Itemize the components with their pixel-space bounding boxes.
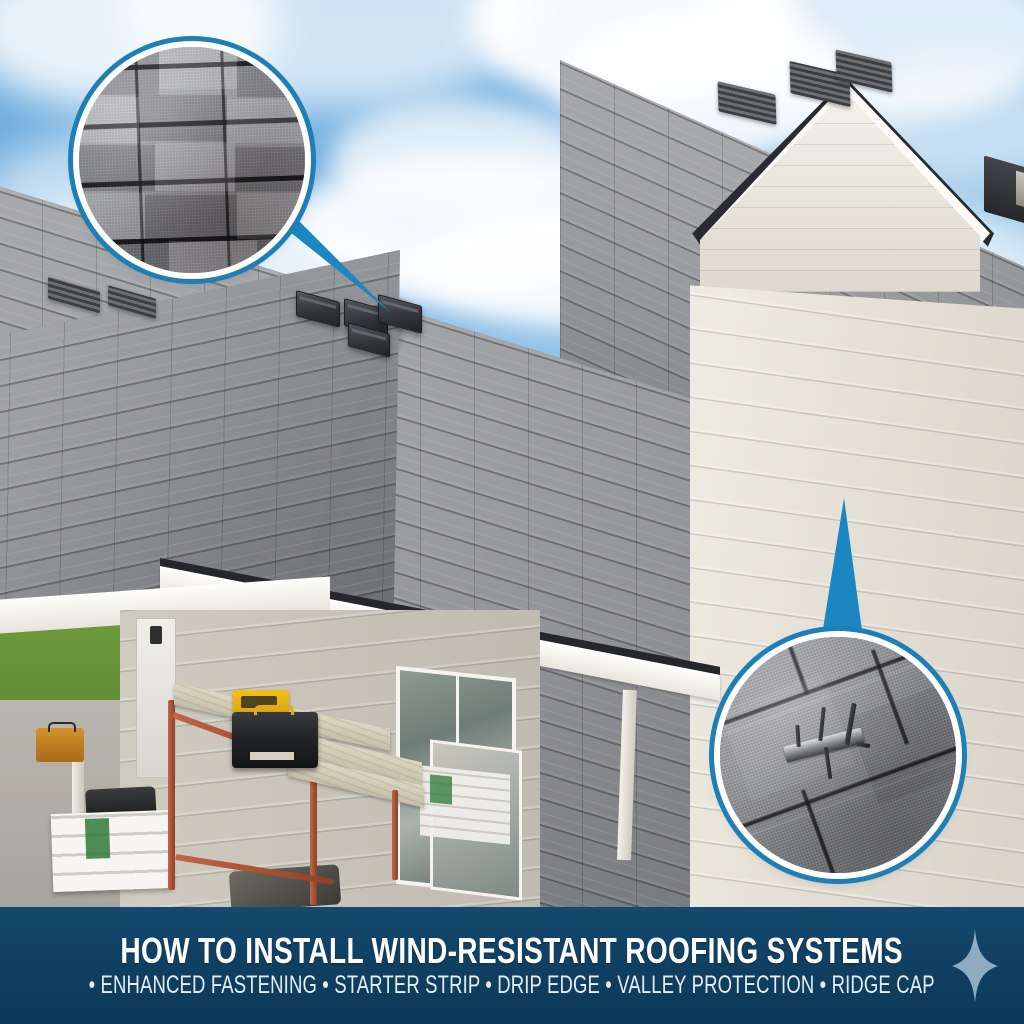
tool-case xyxy=(36,722,84,762)
callout-circle-fastener-closeup xyxy=(720,637,956,873)
banner-subtitle: • ENHANCED FASTENING • STARTER STRIP • D… xyxy=(88,970,936,999)
callout-circle-shingle-closeup xyxy=(79,47,305,273)
scaffold-post xyxy=(168,700,175,890)
exterior-light xyxy=(150,626,162,644)
tool-box xyxy=(232,705,318,768)
material-bag-stack xyxy=(50,809,174,893)
shingle-closeup-image xyxy=(79,47,305,273)
house-scene xyxy=(0,0,1024,924)
banner-title: HOW TO INSTALL WIND-RESISTANT ROOFING SY… xyxy=(120,929,904,971)
callout-pointer-bottom xyxy=(818,498,866,660)
scaffold-post xyxy=(392,790,398,880)
shingle-bundle xyxy=(717,81,777,125)
sparkle-icon xyxy=(952,928,998,1003)
roof-vent-box xyxy=(984,155,1024,225)
scaffold-post xyxy=(310,740,317,905)
shingle-bundle-pile xyxy=(420,765,510,845)
bottom-banner: HOW TO INSTALL WIND-RESISTANT ROOFING SY… xyxy=(0,907,1024,1024)
fastener-closeup-image xyxy=(720,637,956,873)
